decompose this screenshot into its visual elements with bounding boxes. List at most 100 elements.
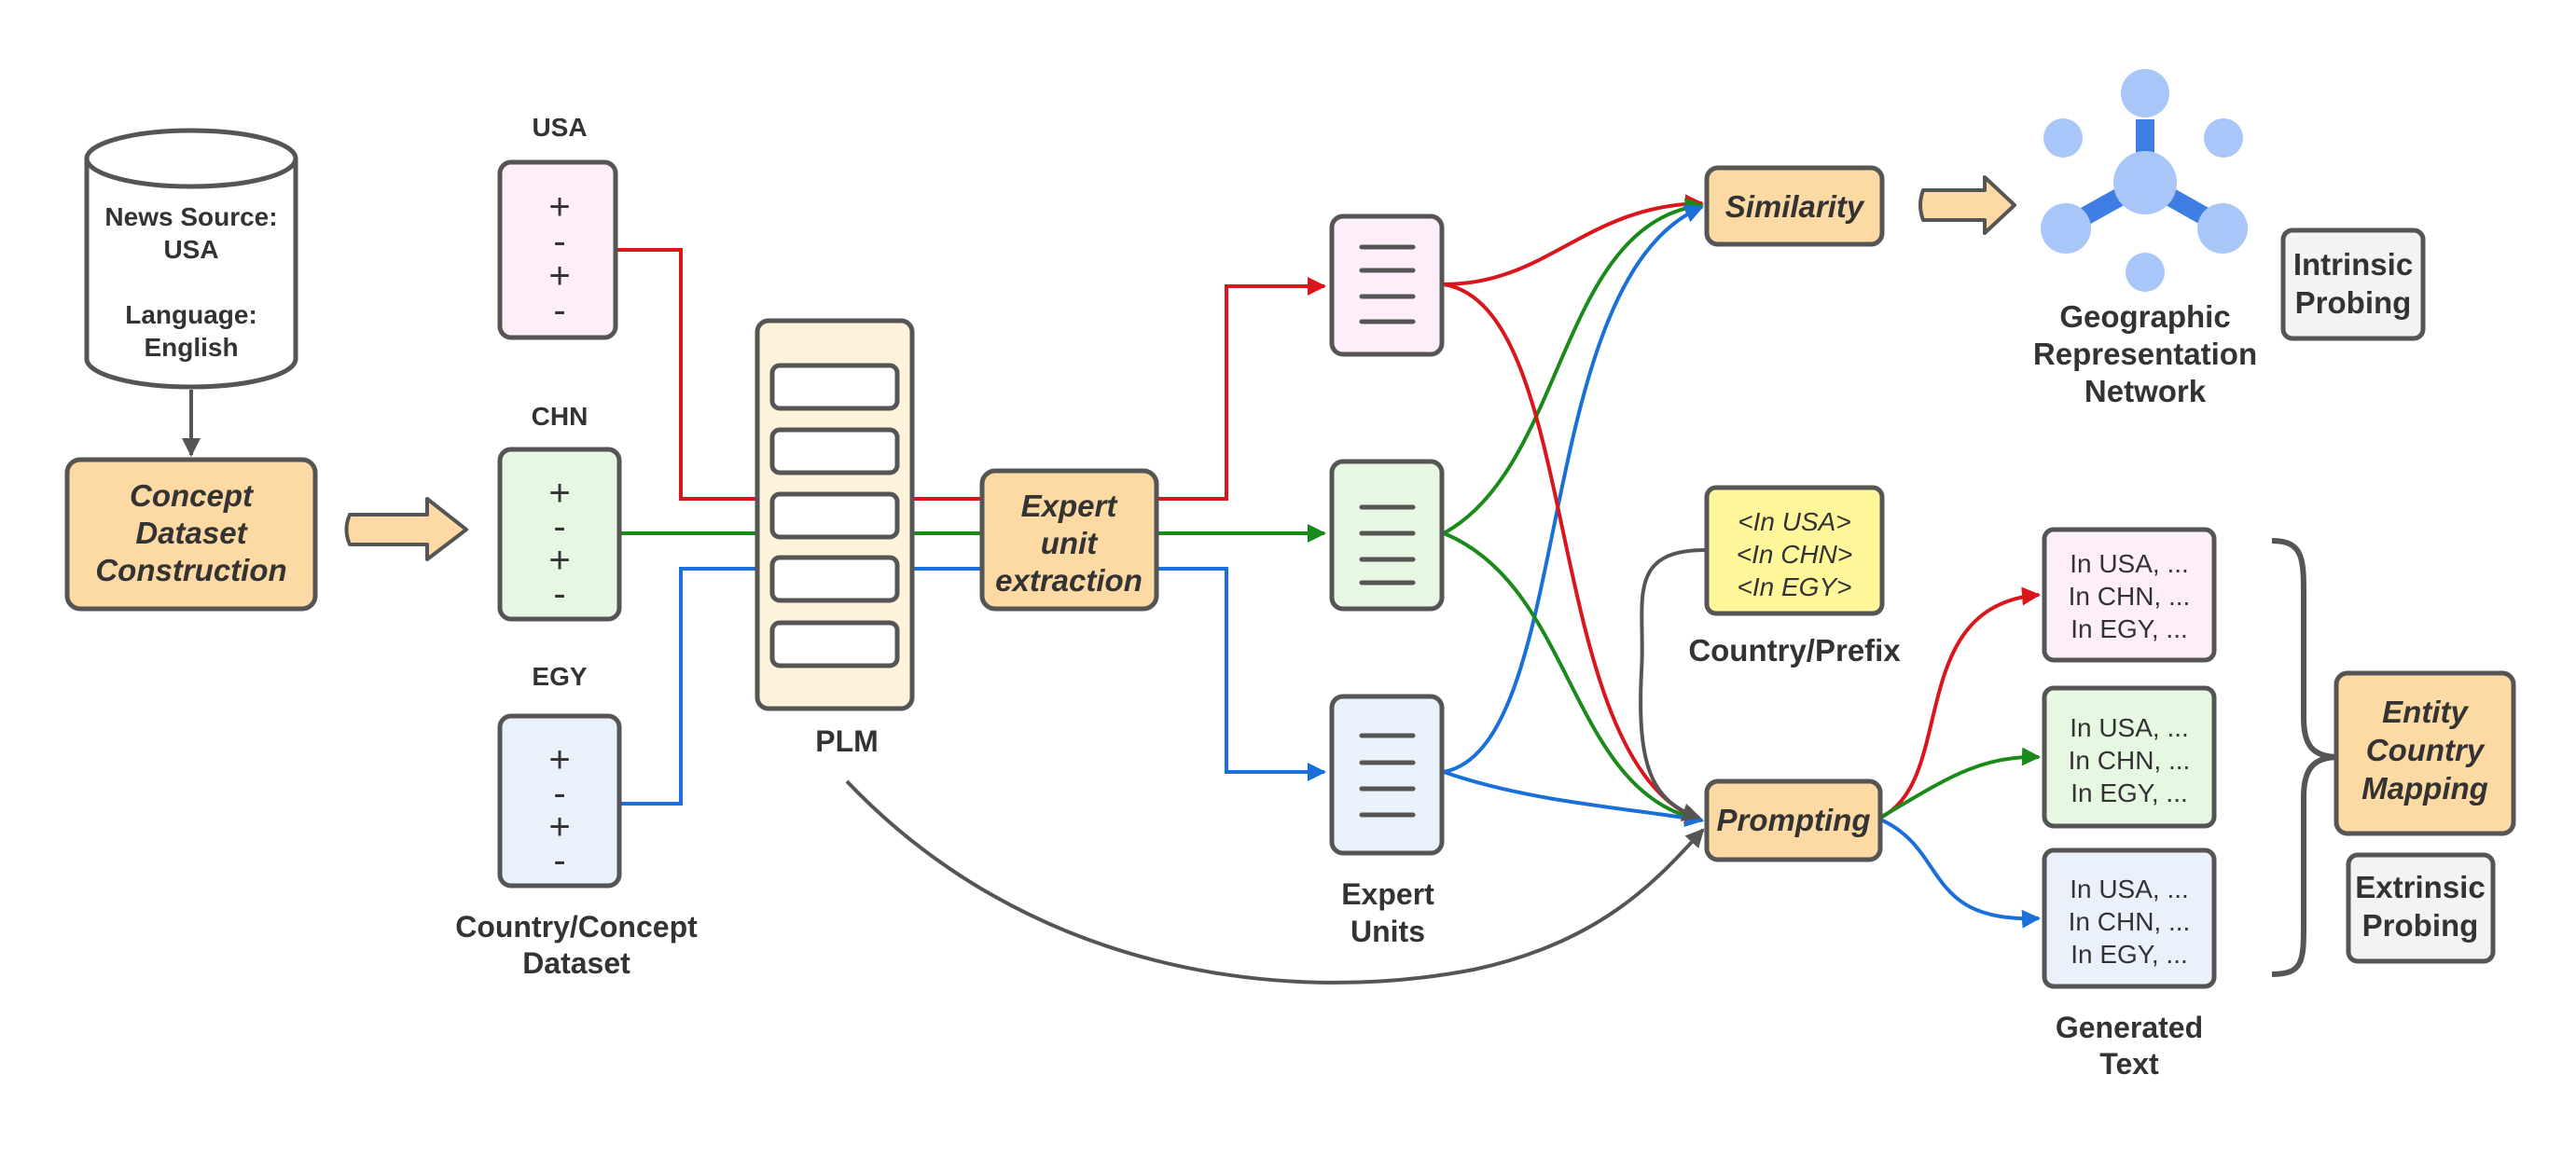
plm-label: PLM bbox=[815, 724, 879, 758]
prefix-caption: Country/Prefix bbox=[1688, 633, 1901, 668]
extrinsic-probing-box: Extrinsic Probing bbox=[2346, 852, 2496, 964]
egy-sign-4: - bbox=[553, 840, 565, 881]
geographic-network-icon bbox=[2041, 69, 2248, 292]
mapping-line-2: Country bbox=[2366, 733, 2486, 767]
usa-similarity-arrow bbox=[1443, 194, 1704, 286]
prefix-line-3: <In EGY> bbox=[1738, 572, 1852, 601]
extrinsic-line-2: Probing bbox=[2362, 908, 2479, 943]
expert-line-3: extraction bbox=[995, 563, 1143, 598]
chn-sign-1: + bbox=[548, 473, 570, 514]
concept-dataset-construction-box: Concept Dataset Construction bbox=[64, 457, 318, 612]
dataset-egy: EGY + - + - bbox=[497, 662, 622, 889]
gen3-line-3: In EGY, ... bbox=[2070, 940, 2188, 969]
generated-caption-2: Text bbox=[2099, 1047, 2159, 1081]
news-source-cylinder: News Source: USA Language: English bbox=[84, 128, 298, 390]
prompting-label: Prompting bbox=[1717, 803, 1871, 837]
block-arrow-right bbox=[344, 497, 468, 561]
generated-caption-1: Generated bbox=[2056, 1011, 2203, 1044]
network-caption-1: Geographic bbox=[2059, 299, 2230, 334]
usa-sign-2: - bbox=[553, 221, 565, 262]
extrinsic-line-1: Extrinsic bbox=[2355, 870, 2485, 904]
egy-unit-arrow bbox=[1156, 567, 1326, 781]
gen2-line-1: In USA, ... bbox=[2070, 713, 2189, 742]
expert-units-caption-2: Units bbox=[1350, 915, 1425, 948]
plm-block: PLM bbox=[755, 318, 915, 758]
intrinsic-probing-box: Intrinsic Probing bbox=[2280, 227, 2426, 341]
gen3-line-1: In USA, ... bbox=[2070, 875, 2189, 903]
egy-generated-arrow bbox=[1877, 817, 2041, 929]
egy-sign-2: - bbox=[553, 773, 565, 814]
concept-line-1: Concept bbox=[130, 478, 255, 513]
source-line-1: News Source: bbox=[104, 202, 277, 231]
source-line-3: Language: bbox=[125, 300, 257, 329]
dataset-caption-1: Country/Concept bbox=[455, 910, 698, 944]
plm-layer-5 bbox=[769, 620, 900, 668]
intrinsic-line-1: Intrinsic bbox=[2293, 247, 2413, 282]
expert-unit-extraction-box: Expert unit extraction bbox=[979, 468, 1159, 612]
entity-country-mapping-box: Entity Country Mapping bbox=[2334, 670, 2516, 836]
chn-sign-4: - bbox=[553, 573, 565, 614]
country-prefix-box: <In USA> <In CHN> <In EGY> bbox=[1704, 485, 1885, 616]
expert-units-caption-1: Expert bbox=[1341, 877, 1434, 911]
expert-unit-egy bbox=[1329, 694, 1445, 856]
plm-layer-3 bbox=[769, 491, 900, 540]
prefix-line-2: <In CHN> bbox=[1737, 540, 1853, 569]
similarity-box: Similarity bbox=[1704, 165, 1885, 247]
usa-sign-4: - bbox=[553, 290, 565, 331]
plm-layer-1 bbox=[769, 363, 900, 411]
expert-unit-chn bbox=[1329, 459, 1445, 612]
concept-line-3: Construction bbox=[95, 553, 286, 587]
dataset-usa-label: USA bbox=[532, 113, 587, 142]
expert-unit-usa bbox=[1329, 214, 1445, 357]
plm-layer-4 bbox=[769, 555, 900, 603]
dataset-caption-2: Dataset bbox=[522, 946, 630, 980]
generated-text-1: In USA, ... In CHN, ... In EGY, ... bbox=[2042, 527, 2217, 663]
chn-similarity-arrow bbox=[1443, 198, 1704, 535]
gen2-line-3: In EGY, ... bbox=[2070, 778, 2188, 807]
usa-sign-3: + bbox=[548, 255, 570, 296]
prompting-box: Prompting bbox=[1704, 778, 1883, 862]
generated-text-2: In USA, ... In CHN, ... In EGY, ... bbox=[2042, 685, 2217, 829]
prefix-prompting-arrow bbox=[1639, 548, 1706, 821]
similarity-label: Similarity bbox=[1725, 189, 1865, 224]
expert-line-1: Expert bbox=[1021, 489, 1119, 523]
chn-generated-arrow bbox=[1877, 747, 2041, 820]
gen1-line-2: In CHN, ... bbox=[2069, 582, 2191, 611]
gen1-line-1: In USA, ... bbox=[2070, 549, 2189, 578]
generated-text-3: In USA, ... In CHN, ... In EGY, ... bbox=[2042, 847, 2217, 989]
concept-line-2: Dataset bbox=[135, 516, 248, 550]
source-line-4: English bbox=[144, 333, 238, 362]
prefix-line-1: <In USA> bbox=[1738, 507, 1850, 536]
block-arrow-right-2 bbox=[1918, 175, 2016, 235]
intrinsic-line-2: Probing bbox=[2295, 285, 2412, 320]
dataset-chn: CHN + - + - bbox=[497, 402, 622, 622]
mapping-line-1: Entity bbox=[2382, 695, 2469, 729]
dataset-egy-label: EGY bbox=[532, 662, 587, 691]
gen1-line-3: In EGY, ... bbox=[2070, 614, 2188, 643]
chn-sign-3: + bbox=[548, 540, 570, 581]
usa-sign-1: + bbox=[548, 186, 570, 227]
usa-unit-arrow bbox=[1156, 277, 1326, 501]
dataset-chn-label: CHN bbox=[532, 402, 589, 431]
curly-brace bbox=[2271, 538, 2340, 977]
network-caption-2: Representation bbox=[2033, 337, 2257, 371]
chn-prompting-arrow bbox=[1443, 531, 1704, 827]
usa-generated-arrow bbox=[1877, 586, 2041, 820]
network-caption-3: Network bbox=[2084, 374, 2207, 408]
chn-sign-2: - bbox=[553, 506, 565, 547]
expert-line-2: unit bbox=[1041, 526, 1099, 560]
plm-layer-2 bbox=[769, 427, 900, 475]
usa-prompting-arrow bbox=[1443, 282, 1704, 824]
source-line-2: USA bbox=[163, 235, 218, 264]
connectors bbox=[182, 194, 2041, 985]
plm-prompting-arrow bbox=[845, 779, 1705, 985]
egy-sign-1: + bbox=[548, 739, 570, 780]
gen2-line-2: In CHN, ... bbox=[2069, 746, 2191, 775]
mapping-line-3: Mapping bbox=[2361, 771, 2488, 806]
dataset-usa: USA + - + - bbox=[497, 113, 618, 340]
egy-prompting-arrow bbox=[1443, 770, 1704, 827]
gen3-line-2: In CHN, ... bbox=[2069, 907, 2191, 936]
egy-sign-3: + bbox=[548, 806, 570, 847]
